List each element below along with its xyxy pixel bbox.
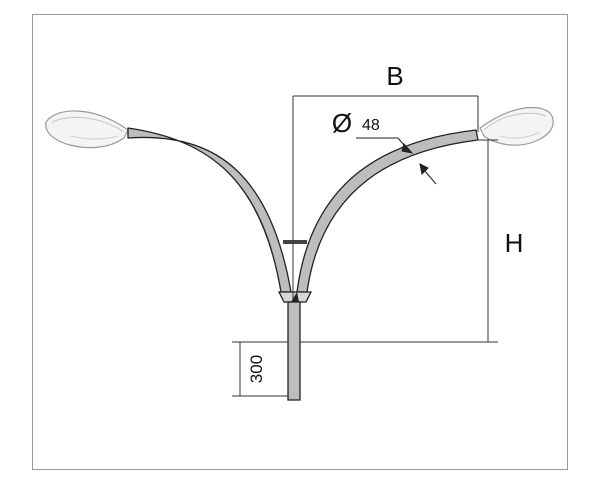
diameter-value: 48	[362, 117, 380, 134]
diameter-callout	[356, 137, 437, 185]
left-arm	[127, 127, 292, 293]
pole	[287, 301, 301, 401]
right-arm	[296, 129, 479, 293]
left-luminaire	[45, 110, 129, 149]
right-luminaire	[479, 106, 554, 146]
dimension-h	[300, 139, 498, 343]
diameter-symbol: Ø	[332, 108, 352, 138]
drawing-frame	[32, 14, 568, 470]
dimension-300	[232, 341, 288, 397]
cross-brace	[283, 240, 307, 244]
label-h: H	[505, 228, 524, 258]
dimension-b	[292, 95, 479, 300]
label-b: B	[386, 61, 403, 91]
label-300: 300	[247, 355, 266, 383]
